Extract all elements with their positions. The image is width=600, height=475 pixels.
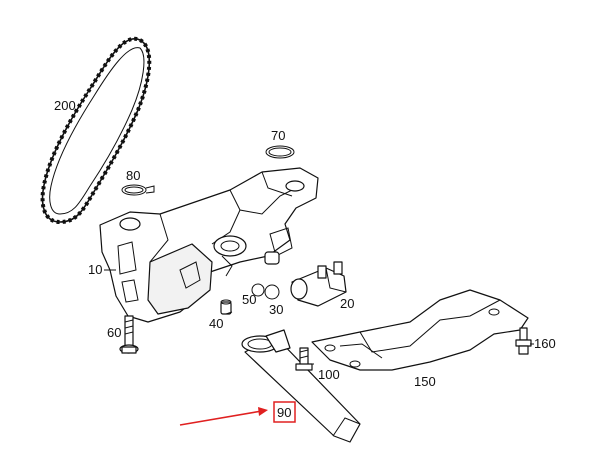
ring-30	[264, 284, 280, 300]
label-10: 10	[88, 262, 102, 277]
label-90: 90	[277, 405, 291, 420]
bolt-100	[295, 347, 313, 371]
label-160: 160	[534, 336, 556, 351]
label-20: 20	[340, 296, 354, 311]
label-60: 60	[107, 325, 121, 340]
oil-pump-housing	[99, 167, 319, 323]
solenoid-valve-20	[290, 261, 347, 307]
highlight-arrow	[179, 407, 268, 426]
label-150: 150	[414, 374, 436, 389]
o-ring-80	[121, 184, 155, 196]
o-ring-70	[265, 145, 295, 159]
ring-50	[251, 283, 265, 297]
label-100: 100	[318, 367, 340, 382]
bolt-160	[515, 327, 532, 355]
label-50: 50	[242, 292, 256, 307]
label-80: 80	[126, 168, 140, 183]
label-200: 200	[54, 98, 76, 113]
bushing-40	[220, 299, 232, 315]
label-30: 30	[269, 302, 283, 317]
label-40: 40	[209, 316, 223, 331]
label-70: 70	[271, 128, 285, 143]
leader-lines	[104, 269, 534, 365]
bolt-60	[119, 315, 139, 354]
pickup-tube-90	[241, 329, 361, 443]
label-90-highlight-box	[273, 401, 296, 423]
timing-chain	[40, 36, 152, 225]
